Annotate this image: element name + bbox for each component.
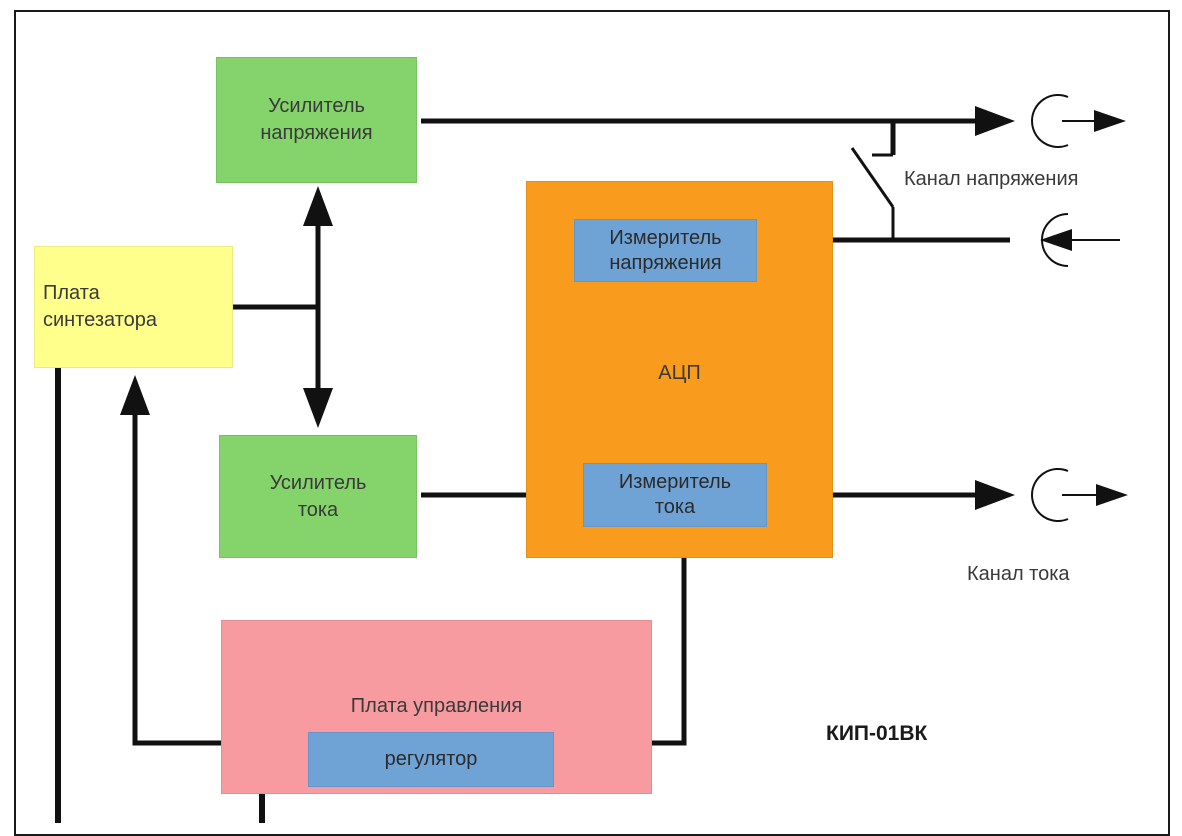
regulator-block: регулятор [308, 732, 554, 787]
synthesizer-board-label-1: Плата [43, 282, 100, 304]
voltage-meter-label-1: Измеритель [609, 226, 722, 249]
voltage-amplifier-label-2: напряжения [260, 122, 373, 144]
adc-title: АЦП [658, 362, 701, 384]
arrowhead-bus-up [303, 186, 333, 226]
voltage-amplifier-block: Усилитель напряжения [216, 57, 417, 183]
voltage-channel-label: Канал напряжения [904, 168, 1079, 190]
current-meter-label-2: тока [654, 496, 696, 518]
voltage-meter-label-2: напряжения [609, 251, 722, 274]
arrowhead-bus-down [303, 388, 333, 428]
current-channel-label: Канал тока [967, 563, 1070, 585]
arrowhead-current-out [975, 480, 1015, 510]
current-meter-label-1: Измеритель [618, 471, 732, 493]
synthesizer-board-label-2: синтезатора [43, 309, 157, 331]
current-amplifier-label-2: тока [297, 498, 339, 521]
switch-blade [850, 147, 895, 208]
current-meter-block: Измеритель тока [583, 463, 767, 527]
current-amplifier-block: Усилитель тока [219, 435, 417, 558]
regulator-label: регулятор [384, 748, 478, 770]
current-amplifier-label-1: Усилитель [269, 471, 367, 494]
device-name-label: КИП-01ВК [826, 722, 928, 745]
control-board-title: Плата управления [350, 695, 523, 717]
voltage-amplifier-label-1: Усилитель [268, 95, 365, 117]
arrowhead-synth [120, 375, 150, 415]
connector-current-out-icon [1031, 468, 1069, 522]
voltage-meter-block: Измеритель напряжения [574, 219, 757, 282]
arrowhead-voltage-out [975, 106, 1015, 136]
connector-voltage-out-icon [1031, 94, 1069, 148]
synthesizer-board-block: Плата синтезатора [34, 246, 233, 368]
